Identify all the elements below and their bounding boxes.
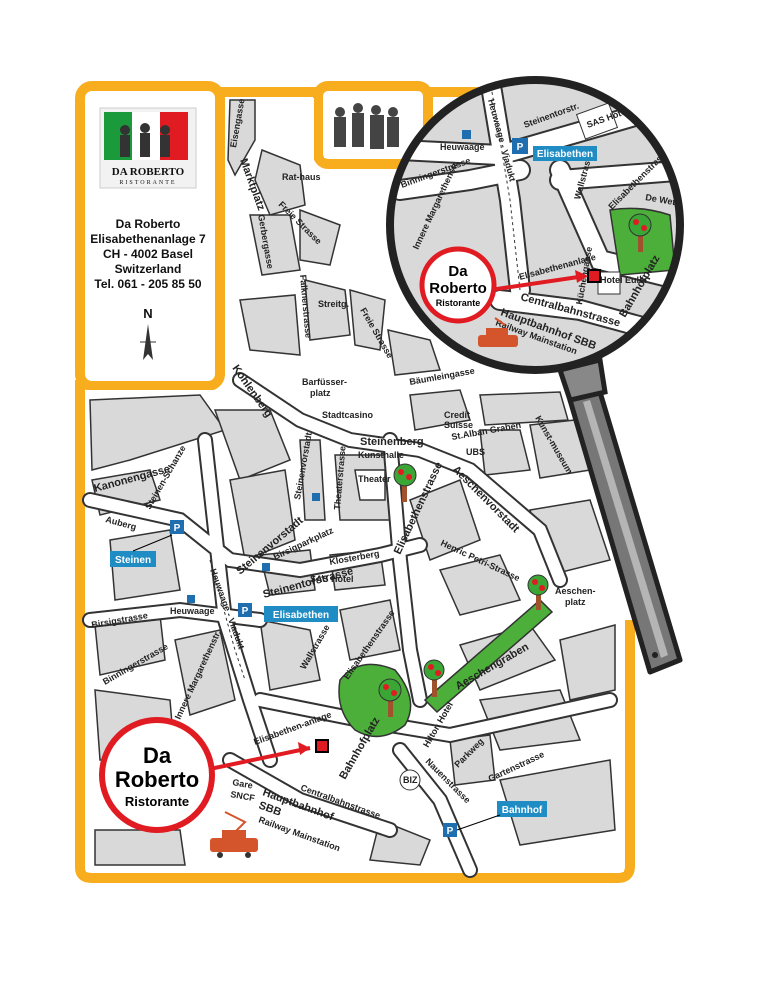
callout-arrowhead [298,742,310,755]
zoom-parking-tag[interactable]: Elisabethen [533,146,597,161]
parking-sign-small[interactable] [187,595,195,603]
parking-sign-small[interactable] [312,493,320,501]
address-line-2: Elisabethenanlage 7 [90,232,206,246]
label-rathaus: Rat-haus [282,172,321,182]
heuwaage-viaduct-line [209,559,246,681]
callout-title-2: Roberto [115,767,199,792]
label-heuwaage: Heuwaage [170,606,215,616]
svg-text:P: P [174,523,181,534]
zoom-lens-content: Steinentorstr. SAS Hotel Heuwaage Heuwaa… [390,80,680,370]
parking-sign-bahnhof[interactable]: P [443,823,457,837]
zoom-tram-icon [478,317,518,347]
zoom-parking-small[interactable] [462,130,471,139]
svg-text:Bahnhof: Bahnhof [502,805,543,816]
tree-icon [527,574,549,610]
parking-tag-bahnhof[interactable]: Bahnhof [456,801,547,831]
musicians-icon [120,123,170,157]
svg-text:P: P [517,142,524,153]
info-panel-frame [75,81,225,391]
svg-text:Elisabethen: Elisabethen [537,149,593,160]
parking-sign-small[interactable] [262,563,270,571]
label-barfuesserplatz-2: platz [310,388,331,398]
svg-text:P: P [242,606,249,617]
magnifier-handle [556,356,683,675]
svg-text:P: P [447,826,454,837]
label-gare-sncf-1: Gare [232,777,254,790]
logo-subtitle: RISTORANTE [119,180,176,186]
north-arrow-icon: N [140,306,156,360]
zoom-lens-ring [386,76,684,374]
address-line-1: Da Roberto [116,217,181,231]
zoom-label-hotel-euler: Hotel Euler [600,275,648,285]
callout-title-1: Da [143,743,172,768]
label-barfuesserplatz-1: Barfüsser- [302,377,347,387]
restaurant-marker[interactable] [315,739,329,753]
tree-icon [423,659,445,697]
parking-sign-elisabethen[interactable]: P [238,603,252,617]
zoom-label-heuwaage: Heuwaage [440,142,485,152]
logo: DA ROBERTO RISTORANTE [99,107,197,189]
label-gare-sncf-2: SNCF [230,789,256,803]
address-line-4: Switzerland [115,262,182,276]
musicians-silhouette-icon [334,103,399,149]
logo-name: DA ROBERTO [112,166,185,178]
svg-text:Steinen: Steinen [115,555,151,566]
aeschengraben-park [423,598,554,714]
svg-text:Elisabethen: Elisabethen [273,610,329,621]
callout-arrow [204,746,311,772]
parking-sign-steinen[interactable]: P [170,520,184,534]
label-biz: BIZ [403,775,418,785]
zoom-callout-subtitle: Ristorante [436,298,481,308]
label-streitg: Streitg. [318,299,349,309]
parking-tag-elisabethen[interactable]: Elisabethen [264,606,338,622]
tree-icon [393,463,417,502]
zoom-callout-arrow [489,274,586,292]
label-credit-suisse-2: Suisse [444,420,473,430]
tram-icon [210,811,258,858]
frame-bottom [75,380,635,883]
restaurant-callout-circle[interactable] [99,717,215,833]
tree-icon [378,678,402,717]
label-stadtcasino: Stadtcasino [322,410,374,420]
zoom-parking-sign[interactable]: P [512,138,528,154]
label-steinenberg: Steinenberg [360,436,424,448]
label-theater: Theater [358,474,391,484]
zoom-callout-title-2: Roberto [429,280,487,297]
address-line-5: Tel. 061 - 205 85 50 [94,277,202,291]
label-ubs: UBS [466,447,485,457]
north-label: N [143,306,152,321]
label-aeschenplatz-1: Aeschen- [555,586,596,596]
tree-icon [628,213,652,252]
zoom-callout-title-1: Da [448,263,468,280]
zoom-restaurant-callout[interactable] [419,246,497,324]
zoom-callout-arrowhead [575,270,588,283]
biz-marker [399,769,421,791]
address-line-3: CH - 4002 Basel [103,247,193,261]
label-credit-suisse-1: Credit [444,410,470,420]
parking-tag-steinen[interactable]: Steinen [110,534,173,567]
callout-subtitle: Ristorante [125,794,189,809]
label-sas-hotel: SAS Hotel [310,574,354,584]
label-aeschenplatz-2: platz [565,597,586,607]
label-kunsthalle: Kunsthalle [358,450,404,460]
